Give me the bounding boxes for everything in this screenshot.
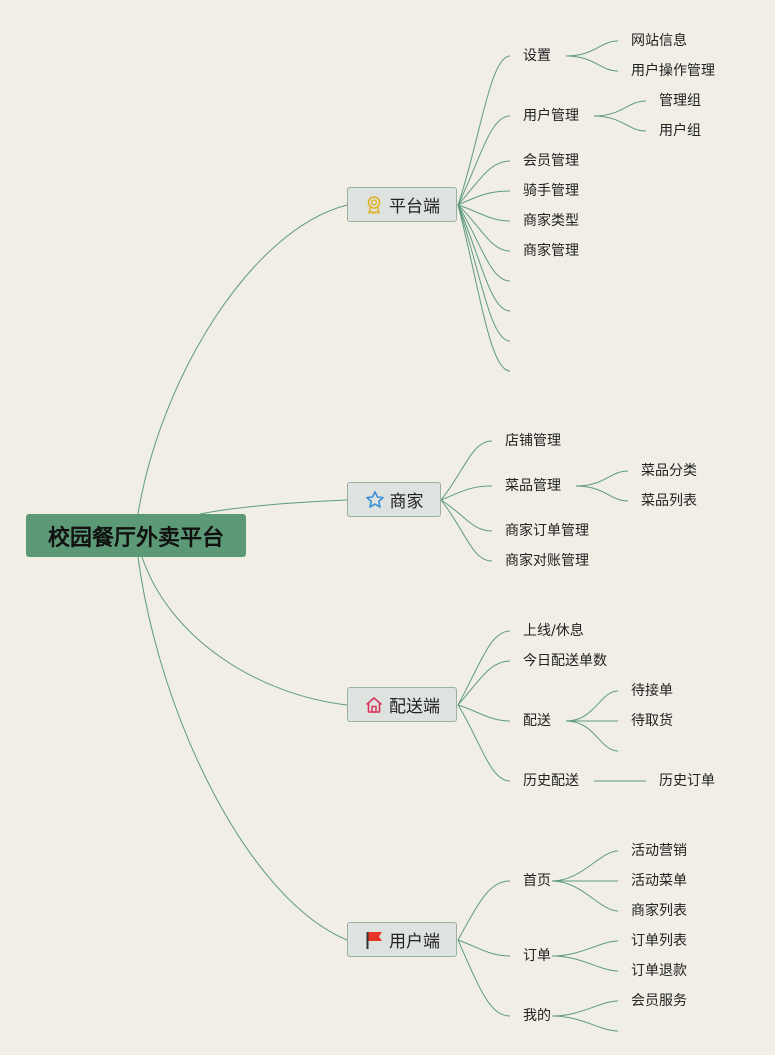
subtopic-delivery-history[interactable]: 历史配送 — [523, 773, 579, 789]
leaf-order-list[interactable]: 订单列表 — [631, 933, 687, 949]
link-platform-mtype — [457, 204, 511, 222]
link-platform-empty-2 — [457, 204, 511, 312]
leaf-admin-group[interactable]: 管理组 — [659, 93, 701, 109]
leaf-user-group[interactable]: 用户组 — [659, 123, 701, 139]
link-usermgmt-admin — [593, 100, 647, 117]
link-platform-settings — [457, 55, 511, 206]
subtopic-orders[interactable]: 订单 — [523, 948, 551, 964]
link-home-promo — [551, 850, 619, 882]
leaf-promo-menu[interactable]: 活动菜单 — [631, 873, 687, 889]
link-platform-mmgmt — [457, 204, 511, 252]
leaf-site-info[interactable]: 网站信息 — [631, 33, 687, 49]
link-merchant-orders — [440, 499, 493, 532]
link-platform-member — [457, 160, 511, 206]
link-merchant-shop — [440, 440, 493, 501]
subtopic-member-management[interactable]: 会员管理 — [523, 153, 579, 169]
subtopic-merchant-orders[interactable]: 商家订单管理 — [505, 523, 589, 539]
leaf-pending-pickup[interactable]: 待取货 — [631, 713, 673, 729]
link-user-home — [457, 880, 511, 941]
subtopic-user-management[interactable]: 用户管理 — [523, 108, 579, 124]
leaf-user-ops[interactable]: 用户操作管理 — [631, 63, 715, 79]
subtopic-rider-management[interactable]: 骑手管理 — [523, 183, 579, 199]
leaf-order-refund[interactable]: 订单退款 — [631, 963, 687, 979]
link-mine-member — [551, 1000, 619, 1017]
subtopic-merchant-type[interactable]: 商家类型 — [523, 213, 579, 229]
star-icon — [365, 490, 385, 510]
subtopic-merchant-management[interactable]: 商家管理 — [523, 243, 579, 259]
leaf-dish-category[interactable]: 菜品分类 — [641, 463, 697, 479]
award-ribbon-icon — [364, 195, 384, 215]
link-root-delivery — [141, 556, 348, 706]
subtopic-merchant-reconciliation[interactable]: 商家对账管理 — [505, 553, 589, 569]
link-root-user — [137, 556, 348, 941]
link-orders-list — [551, 940, 619, 957]
link-delivery-online — [457, 630, 511, 706]
branch-merchant[interactable]: 商家 — [347, 482, 441, 517]
link-home-shops — [551, 880, 619, 912]
link-delivery-history — [457, 704, 511, 782]
home-icon — [364, 695, 384, 715]
leaf-member-service[interactable]: 会员服务 — [631, 993, 687, 1009]
branch-platform[interactable]: 平台端 — [347, 187, 457, 222]
subtopic-home[interactable]: 首页 — [523, 873, 551, 889]
link-root-merchant — [199, 499, 348, 515]
subtopic-today-deliveries[interactable]: 今日配送单数 — [523, 653, 607, 669]
branch-label: 用户端 — [389, 932, 440, 952]
branch-label: 商家 — [389, 492, 424, 512]
link-platform-empty-4 — [457, 204, 511, 372]
link-dish-list — [575, 485, 629, 502]
link-platform-rider — [457, 190, 511, 206]
leaf-dish-list[interactable]: 菜品列表 — [641, 493, 697, 509]
link-deliver-empty — [565, 720, 619, 752]
link-merchant-dish — [440, 485, 493, 501]
link-dish-category — [575, 470, 629, 487]
branch-user[interactable]: 用户端 — [347, 922, 457, 957]
subtopic-dish-management[interactable]: 菜品管理 — [505, 478, 561, 494]
link-user-mine — [457, 939, 511, 1017]
root-topic[interactable]: 校园餐厅外卖平台 — [26, 514, 246, 557]
branch-delivery[interactable]: 配送端 — [347, 687, 457, 722]
link-platform-usermgmt — [457, 115, 511, 206]
link-delivery-today — [457, 660, 511, 706]
link-platform-empty-1 — [457, 204, 511, 282]
link-settings-site — [565, 40, 619, 57]
subtopic-shop-management[interactable]: 店铺管理 — [505, 433, 561, 449]
link-orders-refund — [551, 955, 619, 972]
subtopic-online-rest[interactable]: 上线/休息 — [523, 623, 584, 639]
subtopic-mine[interactable]: 我的 — [523, 1008, 551, 1024]
leaf-promotions[interactable]: 活动营销 — [631, 843, 687, 859]
red-flag-icon — [364, 930, 384, 950]
branch-label: 平台端 — [389, 197, 440, 217]
link-mine-empty — [551, 1015, 619, 1032]
leaf-pending-accept[interactable]: 待接单 — [631, 683, 673, 699]
link-deliver-accept — [565, 690, 619, 722]
link-user-orders — [457, 939, 511, 957]
leaf-merchant-list[interactable]: 商家列表 — [631, 903, 687, 919]
link-platform-empty-3 — [457, 204, 511, 342]
link-delivery-deliver — [457, 704, 511, 722]
branch-label: 配送端 — [389, 697, 440, 717]
link-usermgmt-users — [593, 115, 647, 132]
subtopic-deliver[interactable]: 配送 — [523, 713, 551, 729]
leaf-history-orders[interactable]: 历史订单 — [659, 773, 715, 789]
link-root-platform — [137, 204, 348, 515]
subtopic-settings[interactable]: 设置 — [523, 48, 551, 64]
link-merchant-recon — [440, 499, 493, 562]
link-settings-ops — [565, 55, 619, 72]
